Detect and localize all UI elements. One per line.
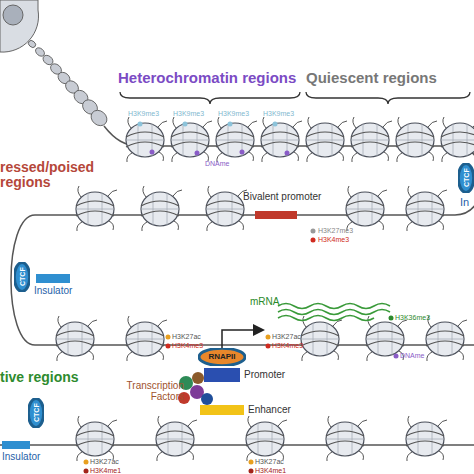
transcription-arrow <box>222 330 262 348</box>
promoter-box: Promoter <box>204 368 240 382</box>
insulator-box: Insulator <box>2 441 30 449</box>
histone-mark-dots <box>84 122 399 474</box>
mrna-label: mRNA <box>250 296 279 307</box>
histone-mark: H3K27ac <box>255 458 284 466</box>
chromosome-coil <box>27 39 110 129</box>
region-brace <box>120 92 300 104</box>
nucleosome-row <box>76 416 447 461</box>
histone-mark: H3K4me1 <box>90 467 121 474</box>
rnapii-label: RNAPII <box>198 348 246 366</box>
region-title: ressed/poised regions <box>0 160 100 191</box>
enhancer-box: Enhancer <box>200 405 244 415</box>
histone-mark: H3K9me3 <box>173 110 204 118</box>
cell-outline <box>0 0 39 52</box>
histone-mark: H3K36me3 <box>395 314 430 322</box>
ctcf-label: CTCF <box>458 163 474 193</box>
dna-methylation: DNAme <box>205 160 230 168</box>
insulator-label: Insulator <box>34 285 72 296</box>
dna-strand <box>0 126 474 445</box>
histone-mark: H3K4me3 <box>318 236 349 244</box>
dna-methylation: DNAme <box>400 352 425 360</box>
histone-mark: H3K9me3 <box>263 110 294 118</box>
promoter-label: Promoter <box>244 369 285 380</box>
region-brace <box>306 92 470 104</box>
region-title: Heterochromatin regions <box>118 70 296 87</box>
ctcf-oval: CTCF <box>458 163 474 193</box>
rnapii-oval: RNAPII <box>198 348 246 366</box>
insulator-label: Insulator <box>2 451 40 462</box>
ctcf-label: CTCF <box>14 262 30 292</box>
bivalent-promoter-box: Bivalent promoter <box>255 211 297 219</box>
histone-mark: H3K27me3 <box>318 227 353 235</box>
ctcf-oval: CTCF <box>14 262 30 292</box>
nucleosome-row <box>56 316 467 361</box>
histone-mark: H3K4me1 <box>255 467 286 474</box>
histone-mark: H3K9me3 <box>218 110 249 118</box>
insulator-box: Insulator <box>36 274 70 283</box>
transcription-factors-label: Transcription Factors <box>118 380 184 402</box>
nucleosome-row <box>126 117 474 162</box>
histone-mark: H3K4me3 <box>272 342 303 350</box>
node-heading: Bivalent promoter <box>243 191 321 202</box>
nucleus <box>3 5 23 25</box>
histone-mark: H3K27ac <box>272 333 301 341</box>
histone-mark: H3K9me3 <box>128 110 159 118</box>
histone-mark: H3K4me3 <box>172 342 203 350</box>
region-title: Quiescent regions <box>306 70 437 87</box>
region-title: tive regions <box>0 370 79 385</box>
cut-insulator-label: In <box>460 196 469 208</box>
nucleosome-row <box>76 186 447 231</box>
histone-mark: H3K27ac <box>90 458 119 466</box>
enhancer-label: Enhancer <box>248 404 291 415</box>
ctcf-label: CTCF <box>28 398 44 428</box>
mrna-waves <box>278 304 390 321</box>
histone-mark: H3K27ac <box>172 333 201 341</box>
ctcf-oval: CTCF <box>28 398 44 428</box>
